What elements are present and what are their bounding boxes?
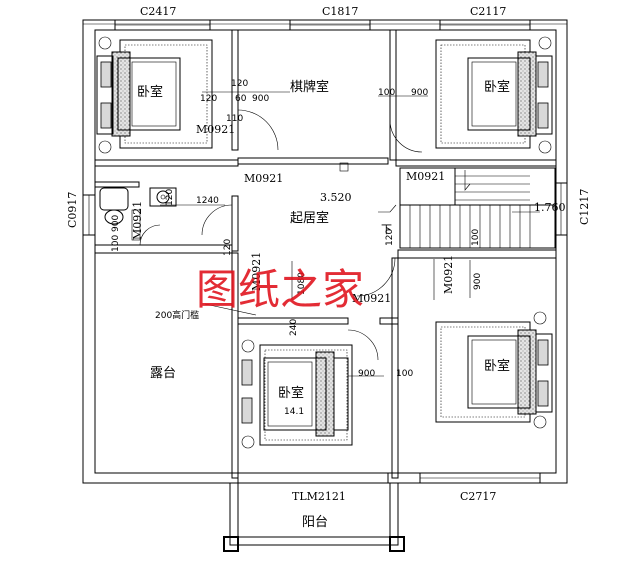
dim-100-c: 100 [471,229,481,246]
dim-120-d: 120 [223,239,233,256]
window-label-w4: C0917 [66,192,79,228]
dim-110: 110 [226,114,243,124]
room-bedroom-ne: 卧室 [484,79,510,95]
dim-120-b: 120 [200,94,217,104]
door-label-d2: M0921 [244,172,283,185]
door-label-d4: M0921 [131,201,144,240]
dim-900-b: 900 [411,88,428,98]
room-bedroom-sc: 卧室 [278,385,304,401]
window-label-w6: C2717 [460,490,496,503]
door-swings [139,109,435,361]
dim-900-a: 900 [252,94,269,104]
room-balcony: 阳台 [302,515,328,530]
staircase [378,167,556,249]
bed-sc [241,339,353,449]
bed-se [435,311,553,429]
dim-240: 240 [289,319,299,336]
dim-100-900: 100 900 [111,215,121,252]
stair-elevation: 1.760 [534,201,566,214]
dim-100-b: 100 [396,369,413,379]
dim-900-d: 900 [358,369,375,379]
room-mahjong: 棋牌室 [290,79,329,95]
dim-1080: 1080 [297,272,307,295]
window-label-w5: C1217 [578,189,591,225]
door-label-d7: M0921 [442,255,455,294]
window-label-w2: C1817 [322,5,358,18]
window-label-w3: C2117 [470,5,506,18]
room-terrace: 露台 [150,366,176,381]
stair-down: 下 [381,223,392,236]
room-bedroom-nw: 卧室 [137,84,163,100]
watermark-text: 图纸之家 [196,265,364,314]
dim-1240: 1240 [196,196,219,206]
door-label-d1: M0921 [196,123,235,136]
windows [82,19,568,484]
dim-120-c: 120 [165,189,175,206]
threshold-note: 200高门槛 [155,309,199,321]
bed-number: 14.1 [284,407,304,417]
dim-120-a: 120 [231,79,248,89]
elevation-mark: 3.520 [320,191,352,204]
door-label-balcony: TLM2121 [292,490,346,503]
bed-ne [435,36,553,154]
balcony [223,482,405,552]
dimension-marks [160,91,471,377]
dim-900-c: 900 [473,273,483,290]
dim-120-e: 120 [385,229,395,246]
bathroom-fixtures [99,187,177,241]
dim-100-a: 100 [378,88,395,98]
door-label-d5: M0921 [250,252,263,291]
window-label-w1: C2417 [140,5,176,18]
dim-60: 60 [235,94,247,104]
bed-nw [96,36,213,154]
room-living: 起居室 [290,210,329,226]
room-bedroom-se: 卧室 [484,358,510,374]
door-label-d6: M0921 [352,292,391,305]
door-label-d3: M0921 [406,170,445,183]
